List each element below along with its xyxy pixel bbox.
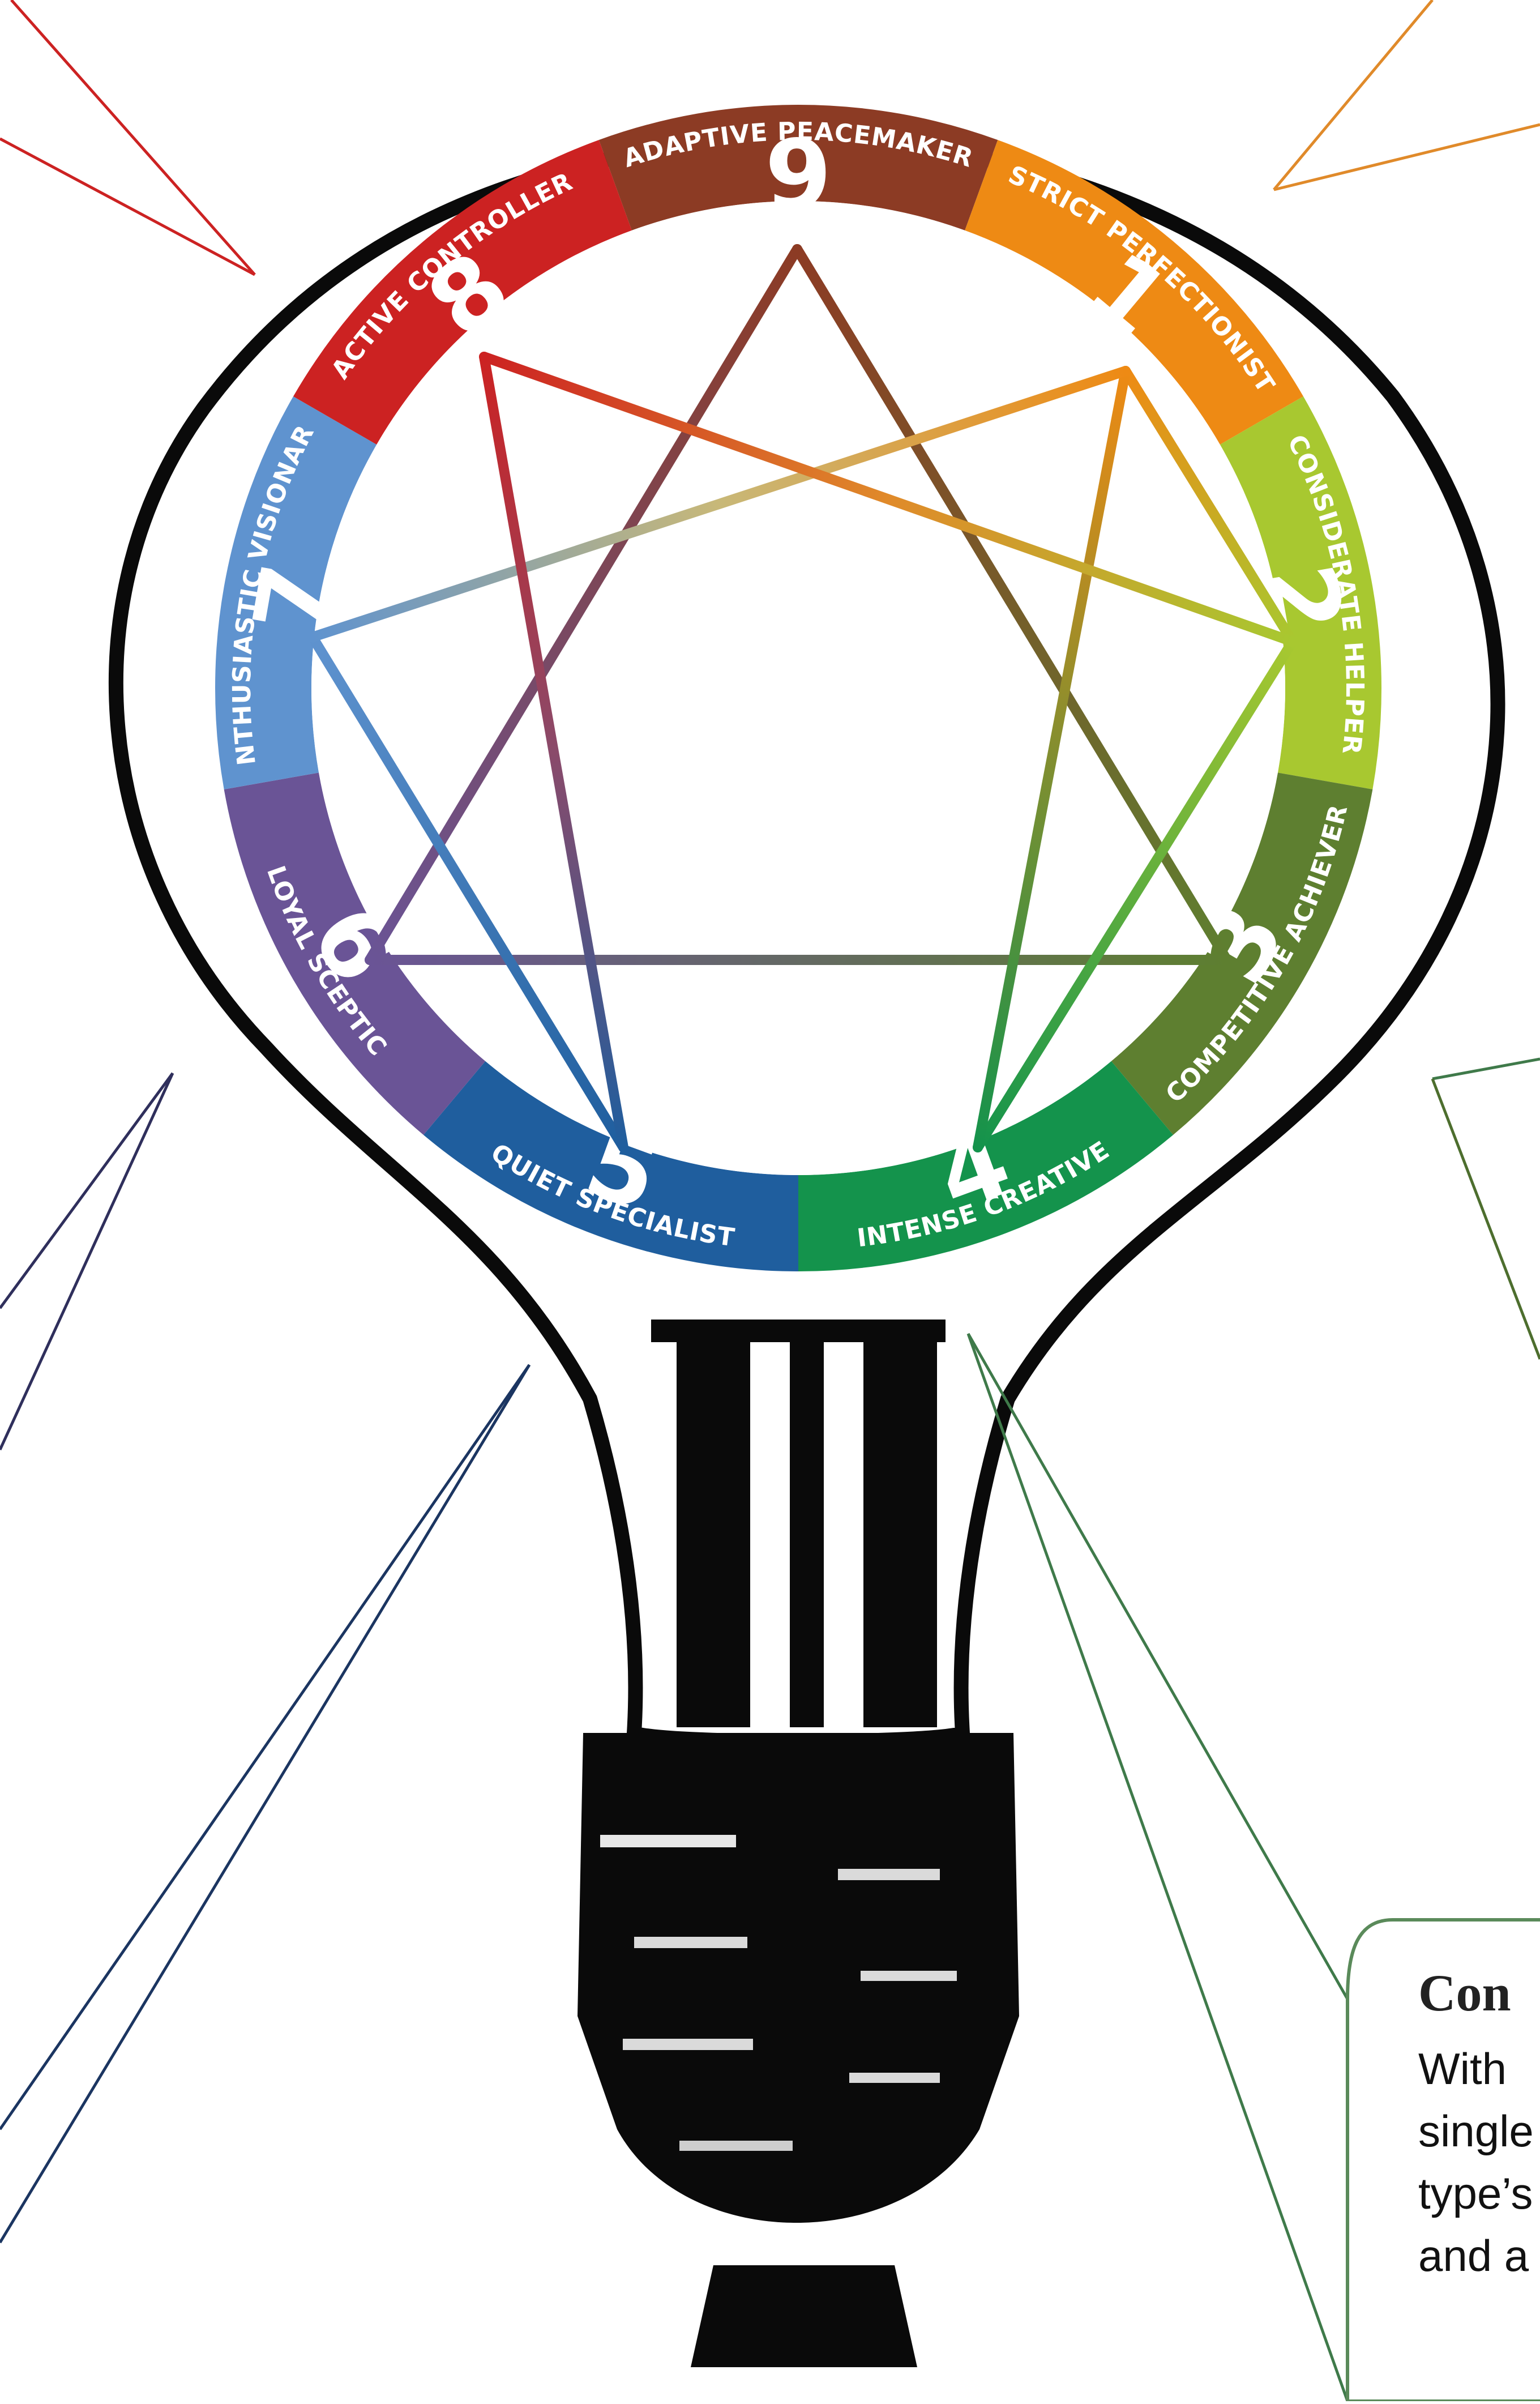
ring-segment-3: [1111, 772, 1373, 1135]
enneagram-figure: [307, 244, 1298, 1152]
line-1-2: [1120, 366, 1298, 647]
leader-line-4b: [966, 1333, 1349, 2402]
callout-line-3: type’s: [1418, 2168, 1533, 2218]
inner-disc: [311, 201, 1285, 1175]
callout-line-2: single: [1418, 2106, 1534, 2156]
callout-title: Con: [1418, 1964, 1511, 2022]
leader-line-4a: [966, 1333, 1349, 2000]
callout-line-1: With: [1418, 2044, 1507, 2094]
line-7-1: [307, 366, 1131, 642]
ring-segment-2: [1220, 396, 1381, 789]
line-9-3: [792, 244, 1232, 965]
leader-line-5b: [0, 1364, 531, 2244]
leader-line-8a: [10, 0, 256, 276]
filament: [651, 1320, 946, 1727]
leader-line-1b: [1273, 123, 1540, 191]
ring-segment-4: [798, 1061, 1174, 1271]
callout-line-4: and a: [1418, 2231, 1529, 2281]
line-8-5: [479, 352, 628, 1152]
leader-line-6b: [0, 1072, 174, 1451]
leader-line-8b: [0, 137, 256, 276]
leader-line-5a: [0, 1364, 531, 2130]
line-8-2: [479, 352, 1298, 647]
ring-segment-9: [598, 105, 998, 230]
line-4-1: [973, 366, 1131, 1152]
ring-segment-1: [965, 140, 1304, 445]
leader-line-6a: [0, 1072, 174, 1309]
ring-segment-7: [215, 396, 377, 789]
line-2-4: [973, 637, 1298, 1152]
line-5-7: [307, 632, 628, 1152]
ring-segment-5: [423, 1061, 798, 1271]
leader-line-3b: [1431, 1078, 1540, 1360]
ring-segment-8: [293, 140, 632, 445]
leader-line-3a: [1432, 1057, 1540, 1081]
bulb-screw-base: [578, 1733, 1019, 2367]
callout-box: [1346, 1918, 1540, 2403]
ring-segment-6: [224, 772, 486, 1135]
leader-line-1a: [1273, 0, 1434, 191]
